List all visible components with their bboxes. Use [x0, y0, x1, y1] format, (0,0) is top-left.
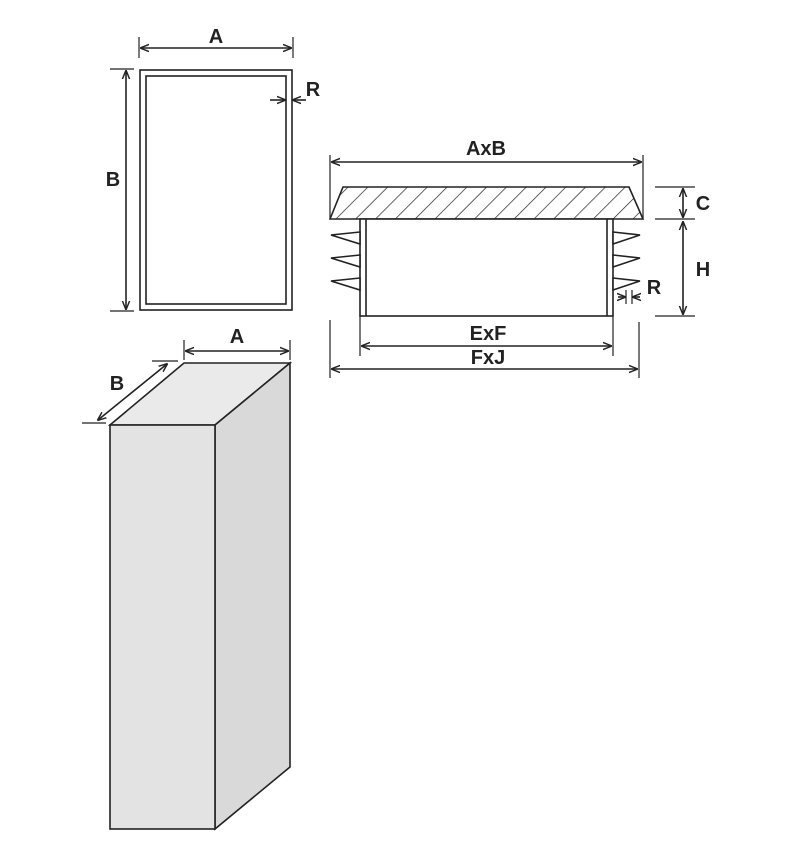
- fin-right-2: [612, 254, 641, 269]
- fin-left-2: [330, 254, 361, 269]
- side-view-radius-label: R: [647, 277, 662, 299]
- fin-left-3: [330, 277, 361, 292]
- tube-depth-dimension-line: [98, 364, 167, 420]
- top-view-height-label: B: [106, 169, 120, 191]
- cap-head-hatched: [328, 186, 645, 220]
- rectangular-tube-3d: A B: [82, 326, 293, 831]
- cap-thickness-label: C: [696, 193, 710, 215]
- tube-side-face: [214, 361, 291, 831]
- top-view-inner-frame: [145, 75, 287, 305]
- inner-dimension-label: ExF: [470, 323, 507, 345]
- cap-size-label: AxB: [466, 138, 506, 160]
- outer-dimension-label: FxJ: [471, 347, 505, 369]
- fin-right-1: [612, 231, 641, 246]
- top-view: A B R: [106, 26, 321, 312]
- tube-depth-label: B: [110, 373, 124, 395]
- fin-left-1: [330, 231, 361, 246]
- side-view: AxB C H R ExF FxJ: [328, 138, 710, 378]
- tube-width-label: A: [230, 326, 244, 348]
- fin-right-3: [612, 277, 641, 292]
- plug-body: [359, 218, 614, 317]
- height-label: H: [696, 259, 710, 281]
- top-view-radius-label: R: [306, 79, 321, 101]
- top-view-width-label: A: [209, 26, 223, 48]
- tube-front-face: [109, 424, 216, 830]
